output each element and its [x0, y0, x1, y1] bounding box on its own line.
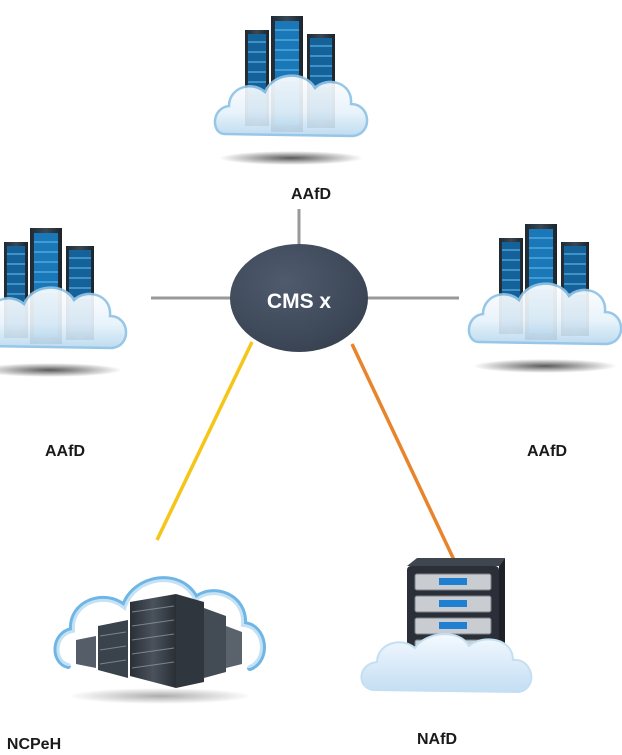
link-to-ncpeh: [155, 341, 254, 541]
link-to-nafd: [350, 343, 457, 563]
server-cloud-icon: [467, 222, 622, 375]
server-cloud-icon: [213, 14, 369, 167]
server-rack-cloud-icon: [360, 558, 533, 694]
datacenter-cloud-icon: [53, 576, 266, 704]
node-label-nafd: NAfD: [417, 731, 457, 748]
hub-node: [230, 244, 368, 352]
hub-label: CMS x: [266, 290, 332, 313]
server-cloud-icon: [0, 226, 128, 379]
node-label-aafd-left: AAfD: [45, 443, 85, 460]
node-label-aafd-right: AAfD: [527, 443, 567, 460]
node-label-ncpeh: NCPeH: [6, 736, 62, 753]
node-label-aafd-top: AAfD: [291, 186, 331, 203]
